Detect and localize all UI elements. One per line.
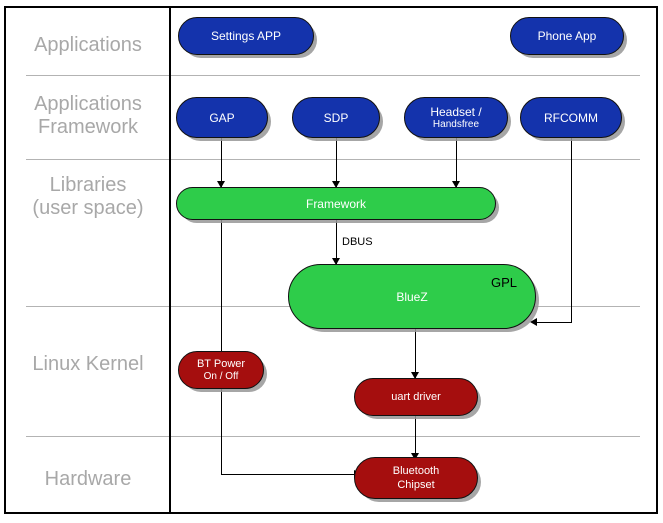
node-bluetooth-chipset-label-line2: Chipset	[397, 479, 435, 491]
divider-applications	[26, 75, 640, 76]
node-sdp[interactable]: SDP	[292, 97, 380, 138]
edge-headset-framework-line	[456, 138, 457, 187]
node-bluez-gpl-badge: GPL	[490, 275, 517, 290]
node-rfcomm-label: RFCOMM	[544, 110, 598, 125]
node-sdp-label: SDP	[323, 110, 349, 125]
band-label-applications-framework: Applications Framework	[10, 93, 166, 139]
divider-linux-kernel	[26, 436, 640, 437]
edge-headset-framework-arrow	[452, 181, 460, 188]
band-label-applications-framework-line1: Applications	[34, 93, 142, 115]
edge-bluez-uart-line	[415, 329, 416, 378]
node-settings-app-label: Settings APP	[210, 29, 282, 43]
node-gap-label: GAP	[209, 110, 235, 125]
node-bluetooth-chipset-label-line1: Bluetooth	[392, 465, 440, 477]
node-framework[interactable]: Framework	[176, 187, 496, 220]
node-gap[interactable]: GAP	[176, 97, 268, 138]
edge-gap-framework-arrow	[217, 181, 225, 188]
band-label-linux-kernel: Linux Kernel	[32, 353, 144, 375]
node-phone-app[interactable]: Phone App	[510, 17, 624, 55]
edge-rfcomm-bluez-arrow	[530, 318, 537, 326]
node-headset-handsfree-label-line1: Headset /	[430, 104, 482, 119]
edge-gap-framework-line	[221, 138, 222, 187]
node-framework-label: Framework	[305, 196, 366, 211]
edge-sdp-framework-arrow	[332, 181, 340, 188]
band-label-libraries-line1: Libraries	[49, 174, 127, 196]
edge-framework-chipset-horizontal	[221, 474, 361, 475]
band-label-applications: Applications	[34, 34, 142, 56]
node-bt-power-label-line1: BT Power	[196, 358, 246, 370]
edge-framework-bluez-line	[336, 220, 337, 265]
edge-framework-bluez-arrow	[332, 258, 340, 265]
edge-rfcomm-bluez-vertical	[571, 138, 572, 322]
band-label-libraries: Libraries (user space)	[10, 174, 166, 220]
band-label-hardware: Hardware	[44, 468, 132, 490]
node-phone-app-label: Phone App	[537, 29, 597, 43]
edge-uart-chipset-arrow	[411, 453, 419, 460]
edge-sdp-framework-line	[336, 138, 337, 187]
node-headset-handsfree-label-line2: Handsfree	[432, 118, 480, 130]
edge-uart-chipset-line	[415, 406, 416, 459]
node-bt-power[interactable]: BT Power On / Off	[178, 351, 264, 389]
edge-label-dbus: DBUS	[342, 236, 373, 248]
node-uart-driver-label: uart driver	[391, 391, 441, 403]
node-settings-app[interactable]: Settings APP	[178, 17, 314, 55]
edge-rfcomm-bluez-horizontal	[535, 322, 572, 323]
band-label-applications-framework-line2: Framework	[37, 116, 138, 138]
diagram-frame: Applications Applications Framework Libr…	[4, 6, 658, 514]
node-bluetooth-chipset[interactable]: Bluetooth Chipset	[354, 457, 478, 499]
band-label-libraries-line2: (user space)	[32, 197, 144, 219]
node-bluez[interactable]: BlueZ GPL	[288, 264, 536, 329]
node-bt-power-label-line2: On / Off	[203, 371, 239, 382]
label-column-separator	[169, 8, 171, 514]
node-rfcomm[interactable]: RFCOMM	[520, 97, 622, 138]
edge-bluez-uart-arrow	[411, 372, 419, 379]
node-uart-driver[interactable]: uart driver	[354, 378, 478, 416]
node-headset-handsfree[interactable]: Headset / Handsfree	[404, 97, 508, 138]
divider-applications-framework	[26, 159, 640, 160]
node-bluez-label: BlueZ	[396, 289, 428, 304]
